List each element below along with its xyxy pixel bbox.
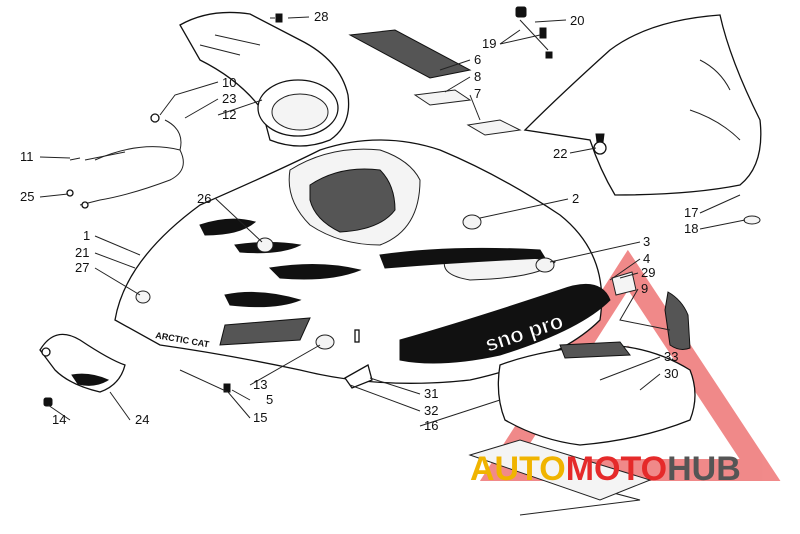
callout-16: 16 bbox=[424, 418, 438, 433]
callout-21: 21 bbox=[75, 245, 89, 260]
callout-12: 12 bbox=[222, 107, 236, 122]
small-fasteners bbox=[43, 329, 373, 407]
callout-18: 18 bbox=[684, 221, 698, 236]
console-shroud bbox=[179, 11, 350, 147]
watermark-moto: MOTO bbox=[566, 450, 667, 488]
callout-4: 4 bbox=[643, 251, 650, 266]
screw-28 bbox=[270, 13, 283, 23]
cables-springs bbox=[66, 113, 184, 209]
fasteners-19-20-22 bbox=[515, 6, 607, 155]
callout-28: 28 bbox=[314, 9, 328, 24]
watermark-text: AUTOMOTOHUB bbox=[470, 450, 741, 488]
callout-5: 5 bbox=[266, 392, 273, 407]
callout-27: 27 bbox=[75, 260, 89, 275]
side-parts-29-9 bbox=[611, 271, 691, 350]
callout-1: 1 bbox=[83, 228, 90, 243]
callout-23: 23 bbox=[222, 91, 236, 106]
callout-2: 2 bbox=[572, 191, 579, 206]
callout-22: 22 bbox=[553, 146, 567, 161]
windshield bbox=[523, 14, 762, 225]
watermark-auto: AUTO bbox=[470, 450, 566, 488]
left-bumper bbox=[39, 333, 126, 393]
callout-14: 14 bbox=[52, 412, 66, 427]
callout-9: 9 bbox=[641, 281, 648, 296]
leader-lines bbox=[39, 16, 746, 427]
watermark-hub: HUB bbox=[667, 450, 741, 488]
vent-decals bbox=[348, 29, 522, 136]
svg-text:AUTOMOTOHUB: AUTOMOTOHUB bbox=[470, 450, 741, 488]
callout-8: 8 bbox=[474, 69, 481, 84]
callout-20: 20 bbox=[570, 13, 584, 28]
callout-31: 31 bbox=[424, 386, 438, 401]
callout-labels: 28 20 19 6 8 7 10 23 12 11 25 22 26 2 17… bbox=[20, 9, 698, 433]
callout-32: 32 bbox=[424, 403, 438, 418]
callout-10: 10 bbox=[222, 75, 236, 90]
callout-13: 13 bbox=[253, 377, 267, 392]
callout-30: 30 bbox=[664, 366, 678, 381]
callout-6: 6 bbox=[474, 52, 481, 67]
callout-25: 25 bbox=[20, 189, 34, 204]
callout-24: 24 bbox=[135, 412, 149, 427]
callout-3: 3 bbox=[643, 234, 650, 249]
callout-15: 15 bbox=[253, 410, 267, 425]
callout-7: 7 bbox=[474, 86, 481, 101]
callout-11: 11 bbox=[20, 149, 34, 164]
callout-19: 19 bbox=[482, 36, 496, 51]
hood-body: ARCTIC CAT sno pro bbox=[114, 139, 611, 384]
callout-33: 33 bbox=[664, 349, 678, 364]
belly-pan bbox=[468, 341, 696, 516]
callout-29: 29 bbox=[641, 265, 655, 280]
callout-26: 26 bbox=[197, 191, 211, 206]
callout-17: 17 bbox=[684, 205, 698, 220]
